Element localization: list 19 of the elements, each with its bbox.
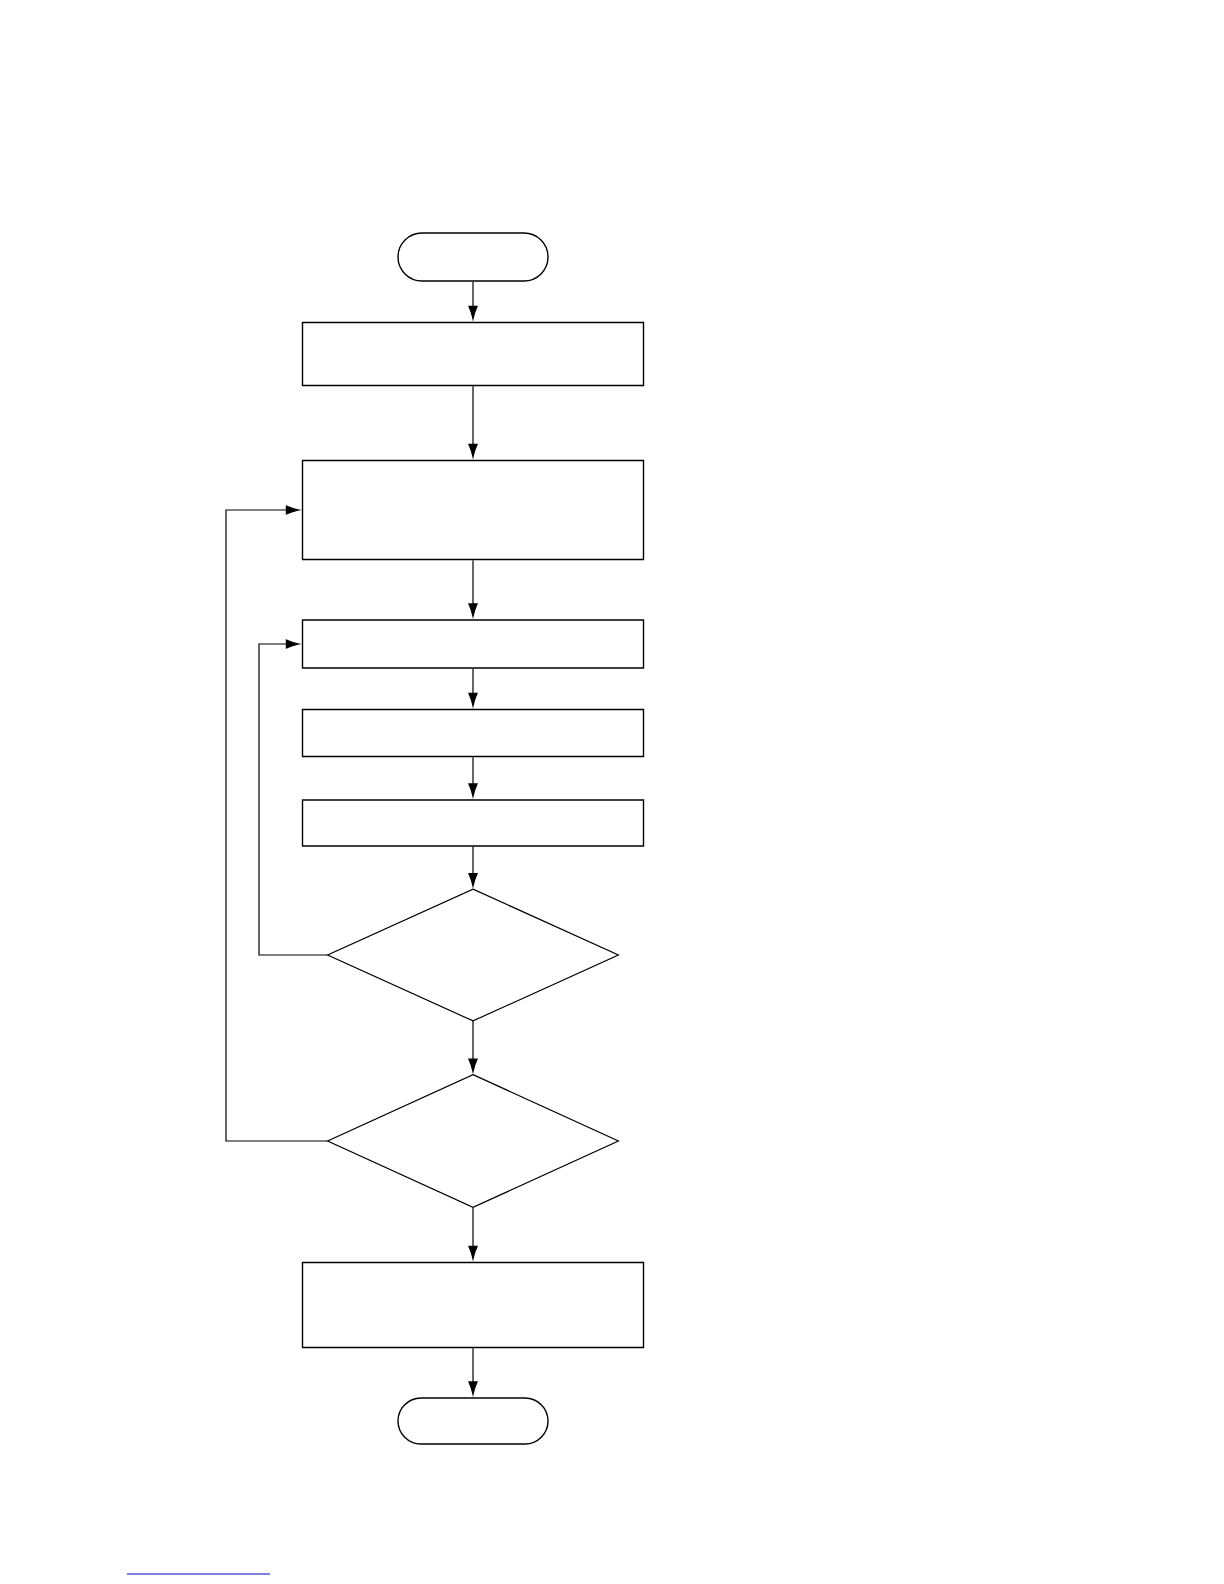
process-box bbox=[301, 321, 645, 387]
arrow bbox=[468, 1020, 478, 1073]
process-box bbox=[301, 619, 645, 669]
arrow bbox=[468, 846, 478, 887]
process-box bbox=[301, 708, 645, 758]
arrow bbox=[258, 639, 329, 956]
arrow bbox=[225, 505, 329, 1142]
arrow bbox=[468, 385, 478, 458]
arrow bbox=[468, 281, 478, 320]
arrow bbox=[468, 756, 478, 797]
arrow bbox=[468, 1347, 478, 1395]
arrow bbox=[468, 1206, 478, 1260]
process-box bbox=[301, 1261, 645, 1349]
process-box bbox=[301, 459, 645, 561]
arrow bbox=[468, 559, 478, 617]
terminal-stadium bbox=[397, 1397, 549, 1445]
process-box bbox=[301, 799, 645, 847]
arrow bbox=[468, 668, 478, 707]
terminal-stadium bbox=[397, 232, 549, 282]
